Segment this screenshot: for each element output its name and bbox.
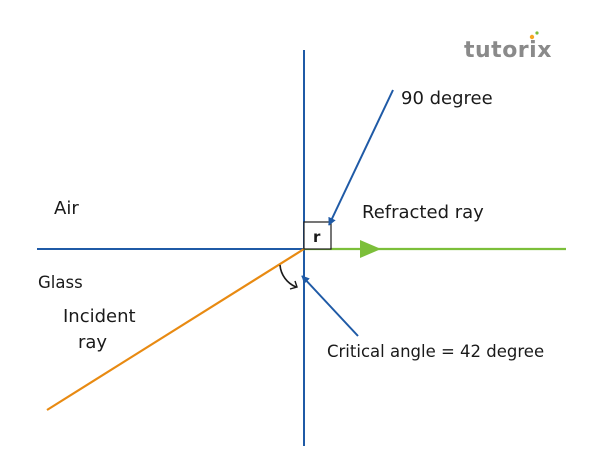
- angle-r-label: r: [313, 228, 321, 246]
- ninety-pointer-arrow: [328, 89, 394, 226]
- critical-angle-arc-tip: [289, 280, 298, 290]
- glass-label: Glass: [38, 273, 83, 292]
- critical-pointer-arrow: [301, 275, 359, 337]
- ninety-degree-label: 90 degree: [401, 88, 493, 109]
- tutorix-logo-dot-2: [535, 31, 539, 35]
- refracted-ray-label: Refracted ray: [362, 202, 484, 223]
- air-label: Air: [54, 198, 79, 219]
- refracted-ray-arrowhead: [360, 240, 381, 258]
- incident-ray: [46, 248, 305, 411]
- incident-label-line2: ray: [78, 332, 107, 353]
- tutorix-logo-dot: [529, 34, 535, 40]
- tutorix-logo: tutorix: [464, 38, 552, 63]
- right-angle-box: [303, 221, 332, 250]
- incident-label-line1: Incident: [63, 306, 136, 327]
- critical-angle-label: Critical angle = 42 degree: [327, 342, 544, 361]
- critical-angle-arc: [279, 264, 297, 288]
